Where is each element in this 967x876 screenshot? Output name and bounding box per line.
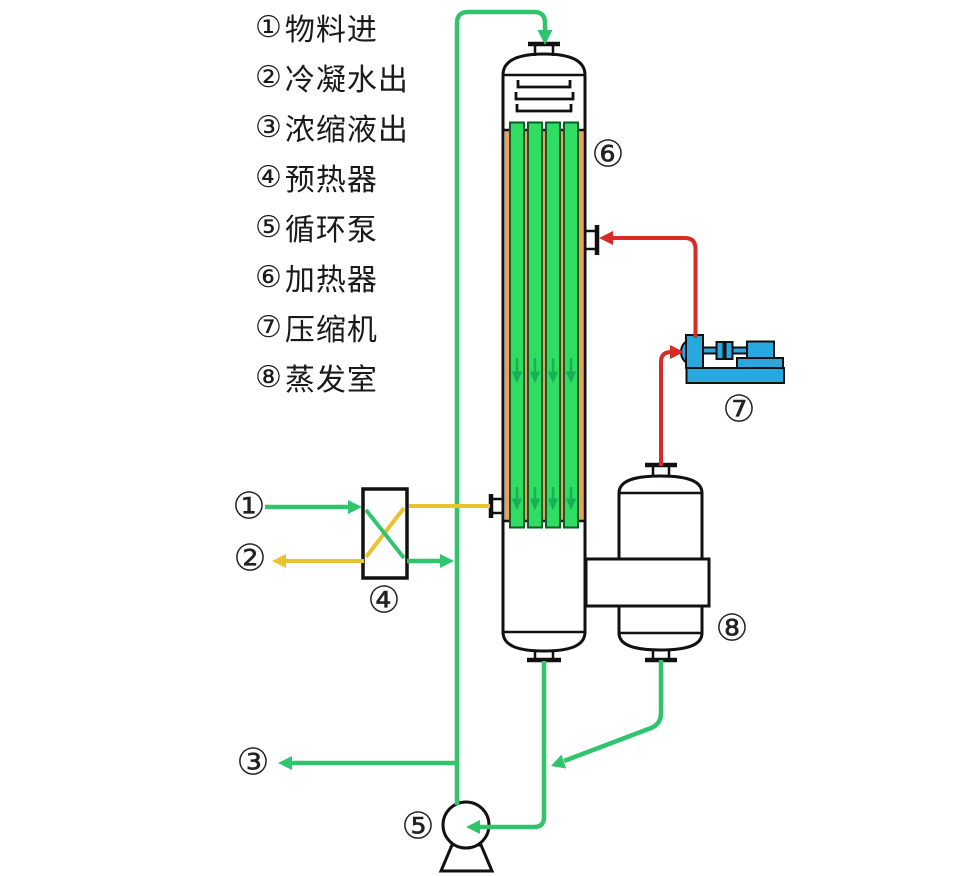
legend-item-label: 循环泵: [284, 214, 378, 247]
label-condensate-outlet: ②: [233, 538, 267, 580]
legend-item: ⑤ 循环泵: [255, 202, 409, 252]
compressor-coupling: [724, 341, 734, 360]
column-vapor-inlet-arrow: [599, 231, 613, 245]
legend-item: ⑦ 压缩机: [255, 302, 409, 352]
tube-flow-arrows: [511, 358, 577, 511]
legend-item-number: ④: [255, 160, 283, 194]
preheated-feed-arrow: [440, 554, 454, 568]
vapor-suction-pipe: [659, 350, 673, 466]
feed-inlet-arrow: [348, 500, 362, 514]
legend-item: ② 冷凝水出: [255, 52, 409, 102]
column-condensate-nozzle: [493, 497, 502, 515]
label-compressor: ⑦: [722, 389, 756, 431]
label-concentrate-outlet: ③: [236, 742, 270, 784]
condensate-outlet-arrow: [272, 554, 286, 568]
legend-item-number: ⑤: [255, 210, 283, 244]
preheater-exchanger: [361, 487, 409, 580]
vapor-discharge-pipe: [611, 236, 698, 338]
pump-suction-pipe: [480, 661, 547, 830]
heating-tube: [563, 121, 579, 529]
column-feed-arrow: [537, 30, 553, 45]
heating-tube: [527, 121, 543, 529]
evaporator-top-nozzle: [651, 466, 671, 477]
heating-tube: [545, 121, 561, 529]
distributor-baffle: [516, 80, 572, 89]
legend-item: ③ 浓缩液出: [255, 102, 409, 152]
legend-item-number: ③: [255, 110, 283, 144]
legend-item-label: 物料进: [284, 14, 378, 47]
legend-item: ⑥ 加热器: [255, 252, 409, 302]
compressor-casing: [685, 334, 704, 369]
legend-item-label: 压缩机: [284, 314, 378, 347]
legend: ① 物料进 ② 冷凝水出 ③ 浓缩液出 ④ 预热器 ⑤ 循环泵 ⑥ 加热器 ⑦ …: [255, 2, 409, 402]
evaporator-drain-pipe: [563, 660, 664, 764]
circulation-pump-body: [438, 800, 495, 873]
piping: [265, 9, 698, 834]
legend-item-number: ⑥: [255, 260, 283, 294]
legend-item-number: ⑦: [255, 310, 283, 344]
circulation-riser-pipe: [454, 9, 548, 805]
label-heater: ⑥: [591, 134, 625, 176]
label-circulation-pump: ⑤: [401, 806, 435, 848]
concentrate-outlet-arrow: [278, 756, 292, 770]
compressor-inlet-arrow: [670, 345, 684, 359]
column-bottom-nozzle: [533, 651, 555, 659]
legend-item-label: 加热器: [284, 264, 378, 297]
pump-suction-arrow: [466, 820, 480, 834]
column-vapor-inlet-nozzle: [586, 229, 595, 251]
legend-item-number: ②: [255, 60, 283, 94]
label-preheater: ④: [367, 580, 401, 622]
compressor-step: [736, 357, 784, 370]
legend-item: ⑧ 蒸发室: [255, 352, 409, 402]
column-top-nozzle: [533, 45, 555, 56]
label-feed-inlet: ①: [232, 486, 266, 528]
legend-item-number: ⑧: [255, 360, 283, 394]
label-evaporation-chamber: ⑧: [715, 608, 749, 650]
legend-item-label: 浓缩液出: [284, 114, 409, 147]
legend-item: ① 物料进: [255, 2, 409, 52]
distributor-baffle: [515, 104, 573, 113]
evaporator-weld-lines: [619, 491, 702, 635]
compressor-base: [685, 367, 785, 384]
compressor-coupling: [715, 341, 725, 360]
legend-item-number: ①: [255, 10, 283, 44]
legend-item-label: 蒸发室: [284, 364, 378, 397]
compressor-motor: [746, 340, 775, 360]
compressor-machine: [680, 334, 785, 384]
preheater-green-pass: [364, 508, 406, 560]
legend-item-label: 预热器: [284, 164, 378, 197]
column-weld-lines: [503, 73, 585, 634]
legend-item: ④ 预热器: [255, 152, 409, 202]
evaporator-bottom-nozzle: [651, 650, 671, 659]
legend-item-label: 冷凝水出: [284, 64, 409, 97]
heater-column: [488, 41, 600, 663]
evaporator-drain-arrow: [551, 754, 566, 769]
heating-tube: [509, 121, 525, 529]
vapor-duct: [584, 557, 711, 608]
distributor-baffle: [514, 92, 575, 101]
